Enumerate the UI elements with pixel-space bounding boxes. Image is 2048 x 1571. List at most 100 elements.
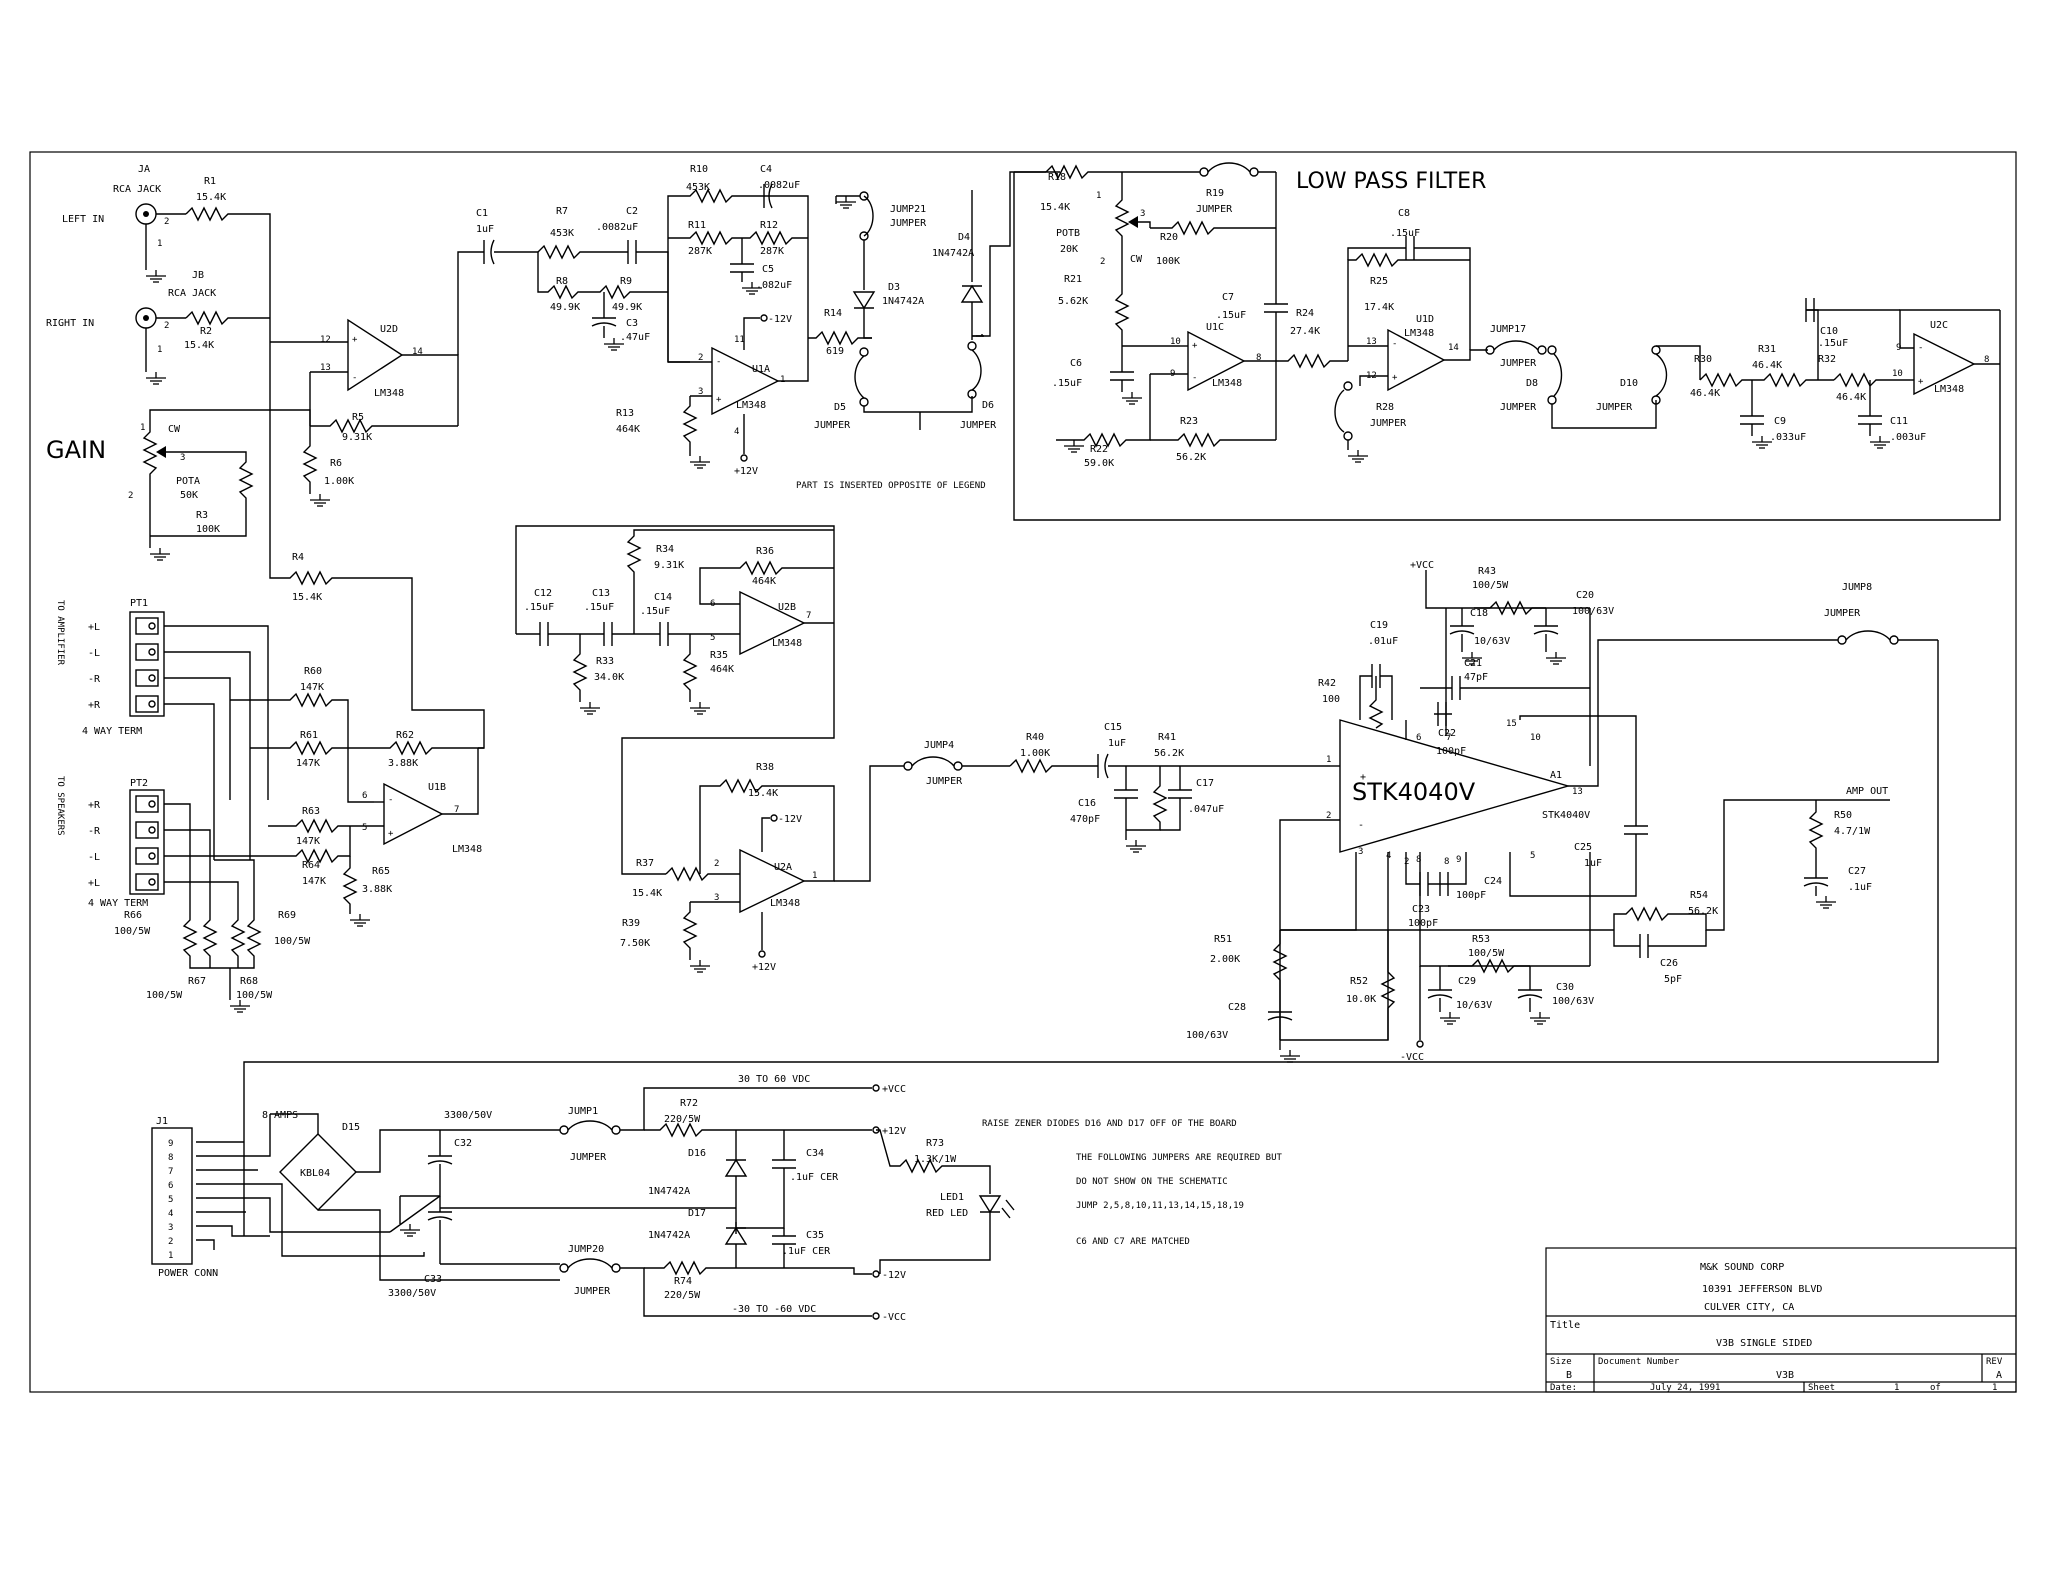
svg-text:Size: Size [1550, 1357, 1572, 1367]
svg-text:100: 100 [1322, 694, 1340, 705]
svg-text:R65: R65 [372, 866, 390, 877]
jumper-jump20[interactable] [567, 1258, 613, 1269]
svg-text:+: + [352, 335, 358, 345]
svg-text:2: 2 [164, 321, 169, 331]
svg-text:15: 15 [1506, 719, 1517, 729]
svg-text:7: 7 [1446, 733, 1451, 743]
svg-text:LM348: LM348 [1934, 384, 1964, 395]
svg-text:R13: R13 [616, 408, 634, 419]
svg-text:464K: 464K [752, 576, 776, 587]
svg-text:4 WAY TERM: 4 WAY TERM [88, 898, 148, 909]
jumper-jump1[interactable] [567, 1120, 613, 1131]
svg-text:R39: R39 [622, 918, 640, 929]
svg-text:8: 8 [168, 1153, 173, 1163]
svg-text:-L: -L [88, 648, 100, 659]
svg-text:JUMPER: JUMPER [570, 1152, 607, 1163]
svg-text:9: 9 [1456, 855, 1461, 865]
jumper-jump17[interactable] [1493, 340, 1539, 351]
svg-text:RAISE ZENER DIODES D16 AND D17: RAISE ZENER DIODES D16 AND D17 OFF OF TH… [982, 1119, 1237, 1129]
jumper-d6[interactable] [971, 349, 982, 391]
svg-text:R12: R12 [760, 220, 778, 231]
svg-text:10: 10 [1170, 337, 1181, 347]
svg-text:+L: +L [88, 622, 100, 633]
svg-text:100/63V: 100/63V [1186, 1030, 1228, 1041]
svg-text:2: 2 [714, 859, 719, 869]
svg-text:56.2K: 56.2K [1176, 452, 1206, 463]
svg-text:10/63V: 10/63V [1456, 1000, 1492, 1011]
svg-text:9: 9 [1896, 343, 1901, 353]
svg-text:Sheet: Sheet [1808, 1383, 1835, 1393]
svg-text:2: 2 [698, 353, 703, 363]
svg-text:JB: JB [192, 270, 204, 281]
svg-text:TO SPEAKERS: TO SPEAKERS [55, 776, 65, 836]
svg-text:R41: R41 [1158, 732, 1176, 743]
svg-text:-: - [1358, 820, 1364, 831]
jumper-jump8[interactable] [1845, 630, 1891, 641]
svg-text:.1uF CER: .1uF CER [790, 1172, 839, 1183]
svg-text:R73: R73 [926, 1138, 944, 1149]
svg-text:9: 9 [168, 1139, 173, 1149]
svg-text:Date:: Date: [1550, 1383, 1577, 1393]
pot-potb-ref[interactable]: POTB [1056, 228, 1080, 239]
svg-text:JUMPER: JUMPER [890, 218, 927, 229]
svg-text:13: 13 [1572, 787, 1583, 797]
svg-text:15.4K: 15.4K [748, 788, 778, 799]
svg-text:147K: 147K [296, 758, 320, 769]
svg-text:R4: R4 [292, 552, 304, 563]
svg-text:JUMP1: JUMP1 [568, 1106, 598, 1117]
svg-text:15.4K: 15.4K [1040, 202, 1070, 213]
svg-text:TO AMPLIFIER: TO AMPLIFIER [55, 600, 65, 666]
svg-text:1: 1 [157, 239, 162, 249]
svg-text:R74: R74 [674, 1276, 692, 1287]
terminal-pt1[interactable]: PT1 TO AMPLIFIER +L -L -R +R 4 WAY TERM [55, 598, 165, 737]
power-connector-j1[interactable]: J1 9 8 7 6 5 4 3 2 1 POWER CONN [151, 1116, 218, 1279]
svg-text:C17: C17 [1196, 778, 1214, 789]
input-filter-stage: C1 1uF R7 453K C2 .0082uF R8 49.9K R9 49… [457, 164, 872, 477]
legend-note: PART IS INSERTED OPPOSITE OF LEGEND [796, 481, 986, 491]
svg-text:R19: R19 [1206, 188, 1224, 199]
jumper-jump4[interactable] [911, 756, 955, 767]
svg-text:100pF: 100pF [1408, 918, 1438, 929]
svg-text:13: 13 [320, 363, 331, 373]
svg-text:R28: R28 [1376, 402, 1394, 413]
svg-text:JUMP17: JUMP17 [1490, 324, 1526, 335]
svg-text:U2D: U2D [380, 324, 398, 335]
svg-text:R33: R33 [596, 656, 614, 667]
power-supply: J1 9 8 7 6 5 4 3 2 1 POWER CONN 8 AMPS D… [151, 1074, 1015, 1323]
svg-text:100/5W: 100/5W [1472, 580, 1509, 591]
svg-text:C19: C19 [1370, 620, 1388, 631]
svg-text:DO NOT SHOW ON THE SCHEMATIC: DO NOT SHOW ON THE SCHEMATIC [1076, 1177, 1228, 1187]
svg-text:3.88K: 3.88K [362, 884, 392, 895]
jumper-d8[interactable] [1553, 353, 1563, 397]
title-block: M&K SOUND CORP 10391 JEFFERSON BLVD CULV… [1545, 1247, 2017, 1393]
svg-text:C12: C12 [534, 588, 552, 599]
svg-text:1: 1 [1992, 1383, 1997, 1393]
svg-text:56.2K: 56.2K [1688, 906, 1718, 917]
jumper-d5[interactable] [854, 355, 865, 399]
low-pass-filter: R18 15.4K R19 JUMPER 1 3 2 POTB 20K CW R… [982, 162, 2000, 469]
svg-text:R3: R3 [196, 510, 208, 521]
svg-text:R20: R20 [1160, 232, 1178, 243]
svg-text:C24: C24 [1484, 876, 1502, 887]
svg-text:5.62K: 5.62K [1058, 296, 1088, 307]
svg-text:PT2: PT2 [130, 778, 148, 789]
jumper-jump21[interactable] [863, 195, 874, 237]
pot-pota-ref[interactable]: POTA [176, 476, 200, 487]
jumper-r19[interactable] [1207, 162, 1251, 173]
svg-text:1N4742A: 1N4742A [882, 296, 924, 307]
jumper-d10[interactable] [1655, 353, 1668, 397]
svg-text:17.4K: 17.4K [1364, 302, 1394, 313]
svg-text:THE FOLLOWING JUMPERS ARE REQU: THE FOLLOWING JUMPERS ARE REQUIRED BUT [1076, 1153, 1282, 1163]
svg-text:8: 8 [1256, 353, 1261, 363]
svg-text:4: 4 [1386, 851, 1391, 861]
svg-text:6: 6 [362, 791, 367, 801]
svg-text:1uF: 1uF [1108, 738, 1126, 749]
svg-text:C22: C22 [1438, 728, 1456, 739]
svg-text:R43: R43 [1478, 566, 1496, 577]
svg-text:A: A [1996, 1370, 2002, 1381]
svg-text:C11: C11 [1890, 416, 1908, 427]
svg-text:C14: C14 [654, 592, 672, 603]
svg-text:2: 2 [1404, 857, 1409, 867]
terminal-pt2[interactable]: PT2 TO SPEAKERS +R -R -L +L 4 WAY TERM [55, 776, 165, 909]
jumper-r28[interactable] [1334, 389, 1345, 433]
